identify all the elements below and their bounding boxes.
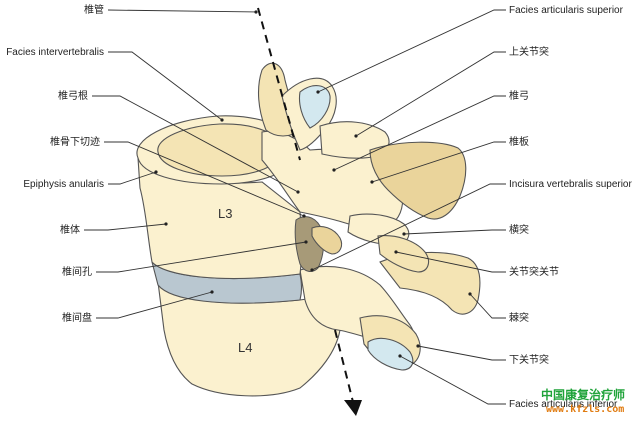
lumbar-vertebrae-illustration: [136, 7, 481, 416]
vertebra-label-l4: L4: [238, 340, 252, 355]
incisura-vertebralis-inferior-shadow: [311, 225, 343, 255]
label-facies-intervertebralis: Facies intervertebralis: [6, 47, 104, 58]
label-intervertebral-foramen: 椎间孔: [62, 265, 92, 278]
watermark-url: www.kfzls.com: [546, 404, 624, 415]
label-inferior-vertebral-notch: 椎骨下切迹: [50, 135, 100, 148]
facies-articularis-superior-surface: [298, 85, 331, 129]
label-inferior-articular-process: 下关节突: [509, 353, 549, 366]
leader-epiphysis-anularis: [108, 171, 157, 185]
leader-vertebral-canal: [107, 9, 257, 13]
leader-spinous-process: [469, 293, 506, 319]
label-spinous-process: 棘突: [509, 311, 529, 324]
label-lamina: 椎板: [509, 135, 529, 148]
leader-facies-articularis-superior: [317, 9, 506, 93]
label-vertebral-canal: 椎管: [84, 3, 104, 16]
label-superior-articular-process: 上关节突: [509, 45, 549, 58]
right-labels: Facies articularis superior 上关节突 椎弓 椎板 I…: [509, 5, 632, 410]
label-facet-joint: 关节突关节: [509, 265, 559, 278]
vertebral-canal-axis-upper: [257, 7, 301, 161]
label-transverse-process: 横突: [509, 223, 529, 236]
vertebra-label-l3: L3: [218, 206, 232, 221]
l3-spinous-process: [369, 141, 467, 220]
watermark-title: 中国康复治疗师: [541, 387, 625, 402]
leader-facet-joint: [395, 251, 506, 273]
label-vertebral-body: 椎体: [60, 223, 80, 236]
leader-facies-articularis-inferior: [399, 355, 506, 405]
leader-pedicle: [92, 95, 299, 193]
label-facies-articularis-superior: Facies articularis superior: [509, 5, 624, 16]
leader-incisura-superior: [311, 183, 506, 271]
leader-inferior-notch: [104, 141, 305, 217]
leader-transverse-process: [403, 229, 506, 235]
vertebral-canal-axis-lower: [334, 329, 354, 403]
vertebral-canal-arrowhead: [344, 400, 362, 416]
label-vertebral-arch: 椎弓: [509, 89, 529, 102]
label-epiphysis-anularis: Epiphysis anularis: [23, 179, 104, 190]
label-incisura-vertebralis-superior: Incisura vertebralis superior: [509, 179, 632, 190]
left-labels: 椎管 Facies intervertebralis 椎弓根 椎骨下切迹 Epi…: [6, 3, 104, 324]
facies-articularis-inferior-surface: [367, 337, 414, 371]
leader-vertebral-arch: [333, 95, 506, 171]
leader-intervertebral-foramen: [96, 241, 307, 273]
label-pedicle: 椎弓根: [58, 89, 88, 102]
label-facies-articularis-inferior: Facies articularis inferior: [509, 399, 618, 410]
leader-lines: [84, 9, 506, 405]
leader-vertebral-body: [84, 223, 167, 231]
leader-superior-articular-process: [355, 51, 506, 137]
watermark: 中国康复治疗师 www.kfzls.com: [541, 387, 625, 415]
leader-intervertebral-disc: [96, 291, 213, 319]
leader-facies-intervertebralis: [108, 51, 223, 121]
leader-lamina: [371, 141, 506, 183]
label-intervertebral-disc: 椎间盘: [62, 311, 92, 324]
leader-inferior-articular-process: [417, 345, 506, 361]
